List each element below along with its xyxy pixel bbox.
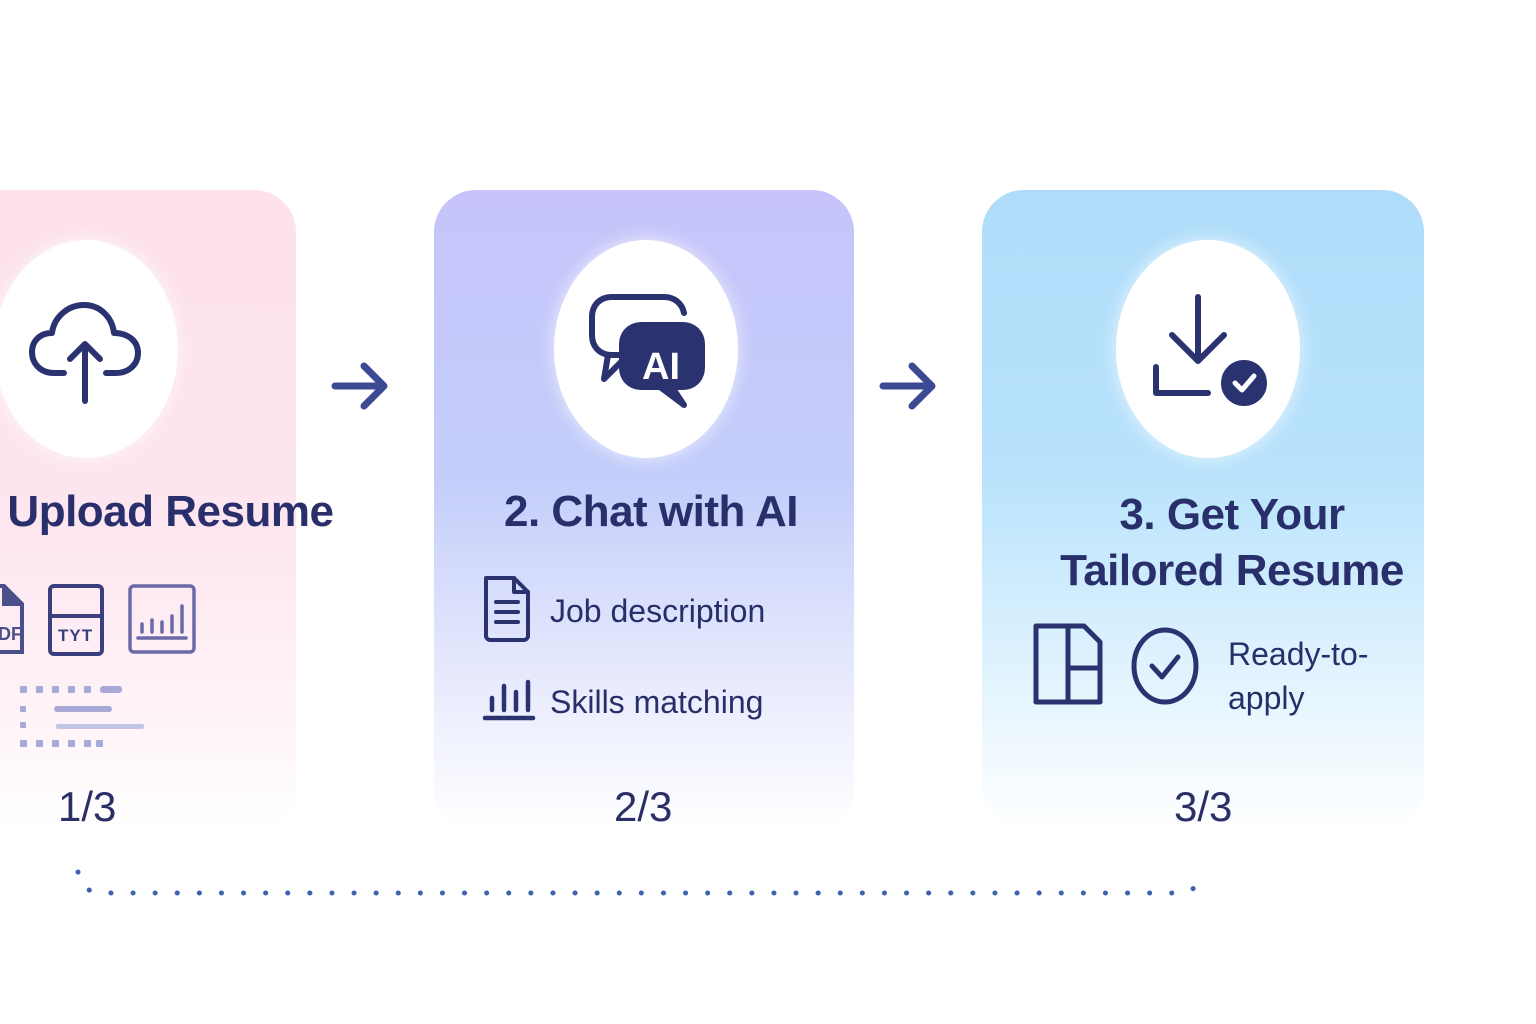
step-progress-2: 2/3	[614, 783, 673, 830]
pdf-file-label: PDF	[0, 624, 22, 644]
chart-file-icon	[128, 584, 196, 654]
step-progress-1: 1/3	[58, 783, 117, 830]
document-icon	[484, 576, 530, 642]
arrow-right-icon	[331, 362, 388, 410]
feature-ready-to-apply: Ready-to-apply	[1228, 636, 1369, 716]
step-title-upload: 1. Upload Resume	[0, 487, 334, 536]
ai-chat-icon-circle: AI	[554, 240, 738, 458]
check-circle-icon	[1131, 627, 1199, 705]
step-progress-3: 3/3	[1174, 783, 1233, 830]
txt-file-label: TYT	[58, 626, 94, 645]
dotted-connector-line	[75, 869, 1205, 896]
download-check-icon	[1153, 294, 1267, 406]
arrow-right-icon	[879, 362, 936, 410]
step-title-chat: 2. Chat with AI	[504, 487, 799, 536]
document-lines-decoration	[20, 686, 144, 747]
cloud-upload-icon	[29, 302, 141, 404]
upload-icon-circle	[0, 240, 178, 458]
bar-chart-icon	[482, 679, 536, 721]
txt-file-icon	[48, 584, 104, 656]
ai-chat-icon	[589, 294, 705, 408]
ai-icon-label: AI	[642, 346, 680, 388]
feature-skills-matching: Skills matching	[550, 684, 764, 720]
feature-job-description: Job description	[550, 593, 766, 629]
pdf-file-icon	[0, 584, 24, 654]
layout-icon	[1033, 623, 1103, 705]
download-icon-circle	[1116, 240, 1300, 458]
step-title-result: 3. Get Your Tailored Resume	[1060, 490, 1404, 595]
